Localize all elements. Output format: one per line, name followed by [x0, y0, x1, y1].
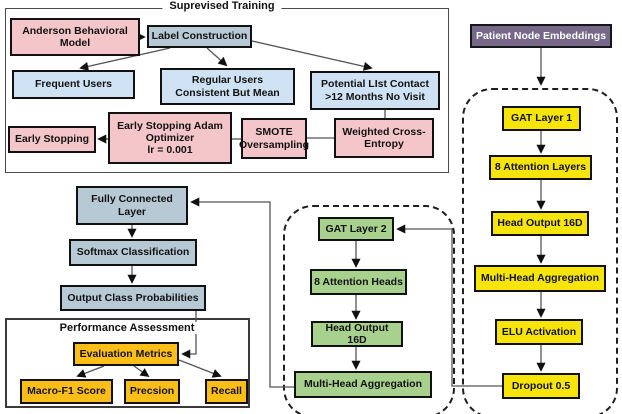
node-fully-connected-layer: Fully Connected Layer: [76, 186, 188, 225]
node-macro-f1-score: Macro-F1 Score: [20, 379, 113, 404]
node-anderson-behavioral-model: Anderson Behavioral Model: [10, 18, 140, 56]
gat-block-1-container: [462, 88, 618, 414]
node-frequent-users: Frequent Users: [12, 70, 135, 99]
node-head-output-16d-1: Head Output 16D: [491, 211, 589, 236]
node-gat-layer-2: GAT Layer 2: [318, 217, 394, 241]
node-adam-optimizer: Early Stopping Adam Optimizer lr = 0.001: [108, 112, 232, 164]
node-smote-oversampling: SMOTE Oversampling: [239, 118, 309, 159]
node-early-stopping: Early Stopping: [8, 126, 96, 153]
node-8-attention-layers: 8 Attention Layers: [489, 155, 592, 180]
node-potential-lost-contact: Potential LIst Contact >12 Months No Vis…: [310, 71, 440, 110]
node-multi-head-aggregation-2: Multi-Head Aggregation: [294, 371, 432, 398]
node-label-construction: Label Construction: [147, 25, 252, 48]
node-output-class-probabilities: Output Class Probabilities: [60, 285, 206, 311]
node-gat-layer-1: GAT Layer 1: [502, 106, 581, 131]
node-regular-users: Regular Users Consistent But Mean: [160, 68, 295, 105]
supervised-training-title: Suprevised Training: [162, 0, 282, 12]
node-elu-activation: ELU Activation: [495, 319, 583, 345]
node-dropout: Dropout 0.5: [502, 373, 580, 399]
node-precision: Precsion: [124, 379, 180, 404]
node-head-output-16d-2: Head Output 16D: [311, 321, 403, 347]
node-softmax-classification: Softmax Classification: [69, 239, 197, 266]
node-patient-node-embeddings: Patient Node Embeddings: [470, 24, 612, 48]
node-multi-head-aggregation-1: Multi-Head Aggregation: [474, 265, 606, 292]
node-evaluation-metrics: Evaluation Metrics: [73, 342, 179, 366]
performance-assessment-title: Performance Assessment: [55, 322, 199, 334]
node-recall: Recall: [205, 379, 248, 404]
node-weighted-cross-entropy: Weighted Cross- Entropy: [334, 118, 434, 158]
node-8-attention-heads: 8 Attention Heads: [310, 269, 407, 295]
